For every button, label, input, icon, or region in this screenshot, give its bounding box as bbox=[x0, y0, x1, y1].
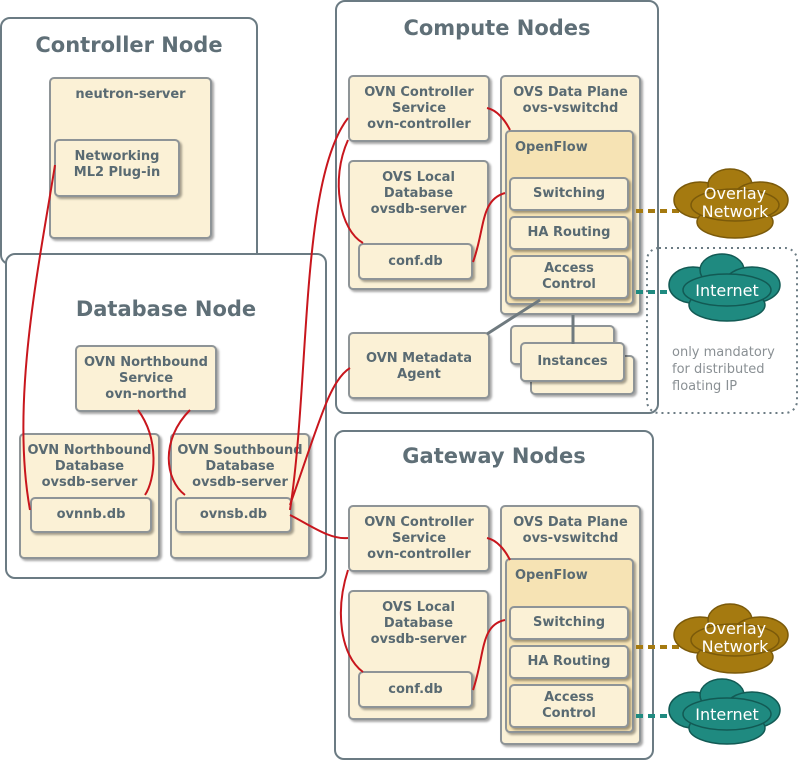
gateway-openflow-label: OpenFlow bbox=[515, 568, 588, 583]
compute-localdb-line-3: ovsdb-server bbox=[370, 202, 467, 217]
instances-box[interactable]: Instances bbox=[520, 342, 625, 382]
compute-dp-line-2: ovs-vswitchd bbox=[522, 101, 619, 116]
ovnsb-db-label: ovnsb.db bbox=[199, 507, 268, 522]
ml2-line-2: ML2 Plug-in bbox=[73, 165, 161, 180]
gw-ctrl-line-1: OVN Controller bbox=[364, 515, 474, 530]
nb-database-box[interactable]: OVN Northbound Database ovsdb-server bbox=[19, 433, 160, 559]
nb-db-line-3: ovsdb-server bbox=[41, 475, 138, 490]
compute-conf-db-box[interactable]: conf.db bbox=[358, 243, 473, 280]
compute-overlay-cloud-label: Overlay Network bbox=[690, 185, 780, 221]
ovnnb-db-label: ovnnb.db bbox=[56, 507, 126, 522]
northd-line-2: Service bbox=[118, 371, 174, 386]
compute-ctrl-line-3: ovn-controller bbox=[367, 117, 471, 132]
gw-dp-line-2: ovs-vswitchd bbox=[522, 531, 619, 546]
metadata-line-2: Agent bbox=[397, 367, 441, 382]
metadata-line-1: OVN Metadata bbox=[366, 351, 472, 366]
gw-localdb-line-1: OVS Local bbox=[382, 600, 455, 615]
compute-ha-routing-label: HA Routing bbox=[527, 225, 611, 240]
compute-openflow-label: OpenFlow bbox=[515, 140, 588, 155]
gateway-ha-routing-label: HA Routing bbox=[527, 654, 611, 669]
northd-line-3: ovn-northd bbox=[105, 387, 187, 402]
compute-switching-label: Switching bbox=[532, 186, 606, 201]
northd-box[interactable]: OVN Northbound Service ovn-northd bbox=[75, 345, 217, 412]
compute-nodes-title: Compute Nodes bbox=[403, 16, 591, 40]
compute-localdb-line-1: OVS Local bbox=[382, 170, 455, 185]
nb-db-line-2: Database bbox=[54, 459, 125, 474]
gateway-ha-routing-box[interactable]: HA Routing bbox=[509, 645, 629, 679]
gw-dp-line-1: OVS Data Plane bbox=[513, 515, 628, 530]
floating-ip-note: only mandatory for distributed floating … bbox=[672, 344, 796, 395]
database-node: Database Node OVN Northbound Service ovn… bbox=[5, 253, 327, 579]
controller-node-title: Controller Node bbox=[35, 33, 223, 57]
compute-ctrl-line-1: OVN Controller bbox=[364, 85, 474, 100]
gw-localdb-line-2: Database bbox=[383, 616, 454, 631]
compute-overlay-line-1: Overlay bbox=[703, 184, 767, 203]
gateway-access-line-1: Access bbox=[544, 690, 594, 705]
gateway-nodes-title: Gateway Nodes bbox=[402, 444, 586, 468]
compute-access-control-box[interactable]: Access Control bbox=[509, 255, 629, 299]
compute-access-line-1: Access bbox=[544, 261, 594, 276]
sb-db-line-2: Database bbox=[205, 459, 275, 474]
gateway-overlay-line-1: Overlay bbox=[703, 619, 767, 638]
gateway-switching-label: Switching bbox=[532, 615, 606, 630]
sb-db-line-3: ovsdb-server bbox=[192, 475, 288, 490]
sb-db-line-1: OVN Southbound bbox=[177, 443, 303, 458]
sb-database-box[interactable]: OVN Southbound Database ovsdb-server bbox=[170, 433, 310, 559]
compute-overlay-line-2: Network bbox=[701, 202, 769, 221]
note-line-1: only mandatory bbox=[672, 345, 775, 360]
gateway-conf-db-box[interactable]: conf.db bbox=[358, 671, 473, 708]
gateway-conf-db-label: conf.db bbox=[388, 681, 443, 697]
gw-ctrl-line-3: ovn-controller bbox=[367, 547, 471, 562]
compute-internet-cloud-label: Internet bbox=[695, 281, 759, 300]
note-line-3: floating IP bbox=[672, 379, 738, 394]
northd-line-1: OVN Northbound bbox=[84, 355, 208, 370]
compute-metadata-agent-box[interactable]: OVN Metadata Agent bbox=[348, 332, 490, 399]
note-line-2: for distributed bbox=[672, 362, 765, 377]
compute-access-line-2: Control bbox=[542, 277, 596, 292]
controller-node: Controller Node neutron-server Networkin… bbox=[0, 17, 258, 265]
compute-conf-db-label: conf.db bbox=[388, 253, 443, 269]
database-node-title: Database Node bbox=[75, 297, 257, 321]
ml2-plugin-box[interactable]: Networking ML2 Plug-in bbox=[54, 139, 180, 197]
gateway-overlay-cloud-label: Overlay Network bbox=[690, 620, 780, 656]
gateway-ovn-controller-box[interactable]: OVN Controller Service ovn-controller bbox=[348, 505, 490, 572]
compute-ovn-controller-box[interactable]: OVN Controller Service ovn-controller bbox=[348, 75, 490, 142]
compute-ha-routing-box[interactable]: HA Routing bbox=[509, 216, 629, 250]
neutron-server-label: neutron-server bbox=[75, 87, 186, 102]
compute-switching-box[interactable]: Switching bbox=[509, 177, 629, 211]
compute-localdb-line-2: Database bbox=[383, 186, 454, 201]
compute-dp-line-1: OVS Data Plane bbox=[513, 85, 628, 100]
ml2-line-1: Networking bbox=[74, 149, 160, 164]
gw-localdb-line-3: ovsdb-server bbox=[370, 632, 467, 647]
gateway-access-line-2: Control bbox=[542, 706, 596, 721]
ovnsb-db-box[interactable]: ovnsb.db bbox=[175, 497, 292, 533]
gateway-internet-cloud-label: Internet bbox=[695, 705, 759, 724]
nb-db-line-1: OVN Northbound bbox=[27, 443, 152, 458]
gateway-overlay-line-2: Network bbox=[701, 637, 769, 656]
gateway-access-control-box[interactable]: Access Control bbox=[509, 684, 629, 728]
compute-ctrl-line-2: Service bbox=[391, 101, 447, 116]
ovnnb-db-box[interactable]: ovnnb.db bbox=[30, 497, 152, 533]
gw-ctrl-line-2: Service bbox=[391, 531, 447, 546]
instances-label: Instances bbox=[537, 354, 608, 369]
gateway-switching-box[interactable]: Switching bbox=[509, 606, 629, 640]
